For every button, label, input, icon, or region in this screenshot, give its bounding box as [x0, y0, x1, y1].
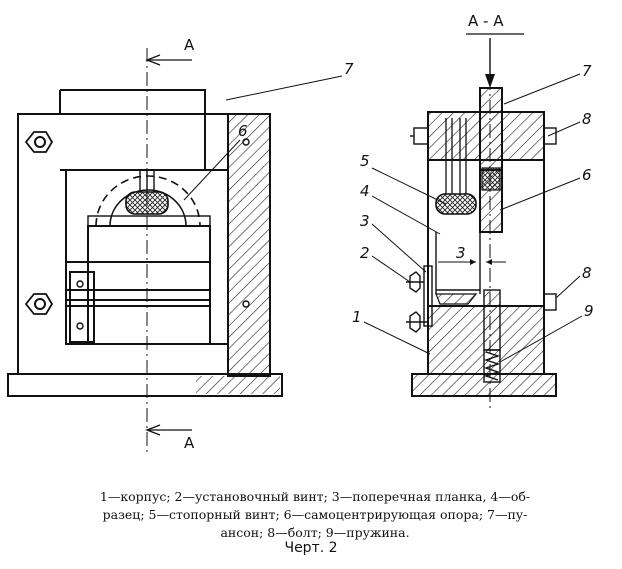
cut-label-top: А: [184, 36, 195, 54]
left-right-column: [227, 113, 271, 377]
right-adjust-screw-top: [406, 271, 424, 293]
right-callout-4: 4: [360, 182, 370, 200]
left-transverse-plate: [69, 271, 95, 343]
right-callout-7: 7: [582, 62, 592, 80]
right-spring: [483, 351, 501, 381]
left-inner-frame: [87, 225, 211, 345]
left-bolt-bottom: [24, 293, 54, 315]
right-transverse-plate: [423, 265, 433, 327]
right-callout-8-upper: 8: [582, 110, 592, 128]
right-view: [363, 33, 583, 408]
left-bolt-top: [24, 131, 54, 153]
left-view: [7, 48, 343, 456]
figure-title: Черт. 2: [284, 540, 338, 556]
figure-caption: 1—корпус; 2—установочный винт; 3—попереч…: [30, 488, 600, 542]
left-punch-block: [60, 89, 206, 171]
right-adjust-screw-bottom: [406, 311, 428, 333]
right-callout-2: 2: [360, 244, 370, 262]
right-callout-3: 3: [360, 212, 370, 230]
left-base-hatch: [196, 376, 280, 394]
cut-label-bottom: А: [184, 434, 195, 452]
left-callout-support: 6: [238, 122, 248, 140]
section-label: А - А: [468, 12, 504, 30]
right-stopper-screw: [435, 193, 477, 215]
right-bolt-right-lower: [543, 293, 557, 311]
left-c-frame: [17, 113, 229, 375]
right-callout-1: 1: [352, 308, 362, 326]
right-callout-8-lower: 8: [582, 264, 592, 282]
right-callout-9: 9: [584, 302, 594, 320]
right-callout-6: 6: [582, 166, 592, 184]
caption-line: разец; 5—стопорный винт; 6—самоцентрирую…: [102, 507, 528, 522]
left-support-arc: [95, 175, 201, 227]
right-punch: [479, 87, 503, 171]
right-bolt-left-upper: [410, 127, 429, 145]
left-callout-punch: 7: [344, 60, 354, 78]
right-bolt-right-upper: [543, 127, 557, 145]
dimension-label: 3: [456, 244, 466, 262]
caption-line: ансон; 8—болт; 9—пружина.: [220, 525, 410, 540]
caption-line: 1—корпус; 2—установочный винт; 3—попереч…: [99, 489, 531, 504]
right-callout-5: 5: [360, 152, 370, 170]
